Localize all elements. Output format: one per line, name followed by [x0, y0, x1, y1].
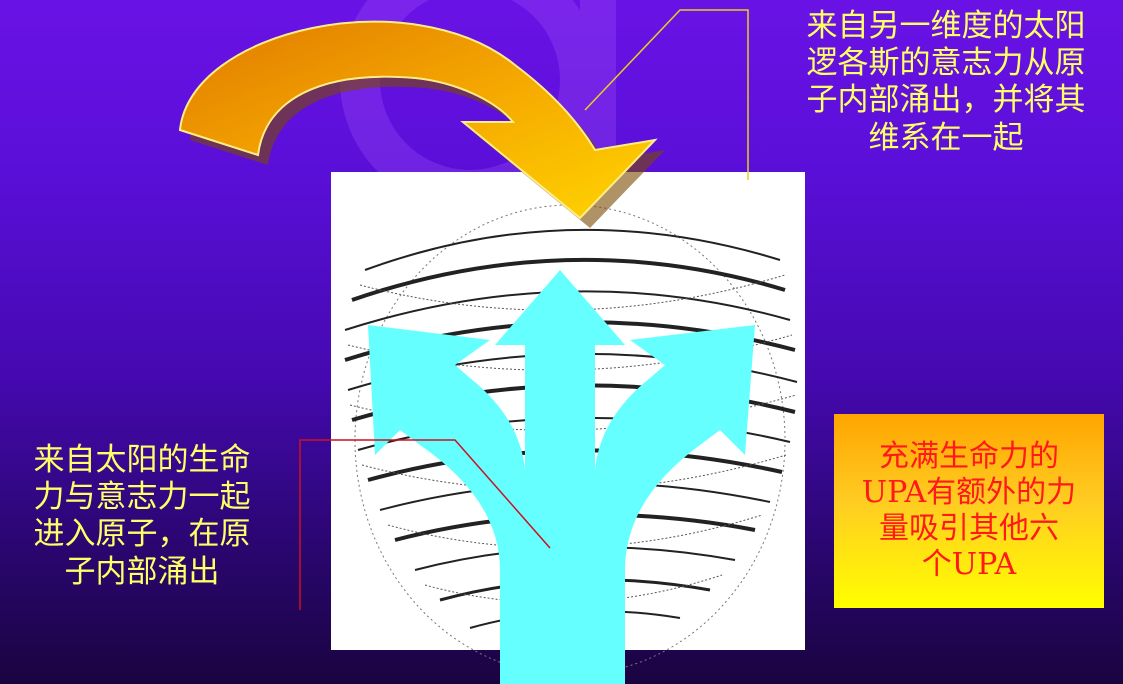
caption-line: 进入原子，在原 — [33, 516, 251, 553]
caption-sun-life-force: 来自太阳的生命 力与意志力一起 进入原子，在原 子内部涌出 — [6, 442, 278, 591]
caption-line: 逻各斯的意志力从原 — [806, 45, 1086, 82]
caption-line: 个UPA — [921, 547, 1017, 582]
caption-box-text: 充满生命力的 UPA有额外的力 量吸引其他六 个UPA — [844, 439, 1094, 583]
caption-line: 充满生命力的 — [879, 439, 1059, 474]
caption-sun-logos-will: 来自另一维度的太阳 逻各斯的意志力从原 子内部涌出，并将其 维系在一起 — [770, 8, 1122, 157]
caption-line: UPA有额外的力 — [861, 475, 1077, 510]
caption-box-upa: 充满生命力的 UPA有额外的力 量吸引其他六 个UPA — [834, 414, 1104, 608]
orange-curved-arrow-icon — [178, 20, 665, 228]
caption-line: 子内部涌出 — [64, 553, 220, 590]
caption-line: 来自另一维度的太阳 — [806, 8, 1086, 44]
caption-line: 量吸引其他六 — [879, 511, 1059, 546]
caption-line: 维系在一起 — [868, 119, 1024, 156]
top-leader-line — [584, 9, 749, 180]
caption-line: 子内部涌出，并将其 — [806, 82, 1086, 119]
caption-line: 力与意志力一起 — [33, 479, 251, 516]
left-leader-line — [299, 439, 551, 610]
caption-line: 来自太阳的生命 — [33, 442, 251, 478]
cyan-three-way-arrow-icon — [368, 270, 755, 684]
